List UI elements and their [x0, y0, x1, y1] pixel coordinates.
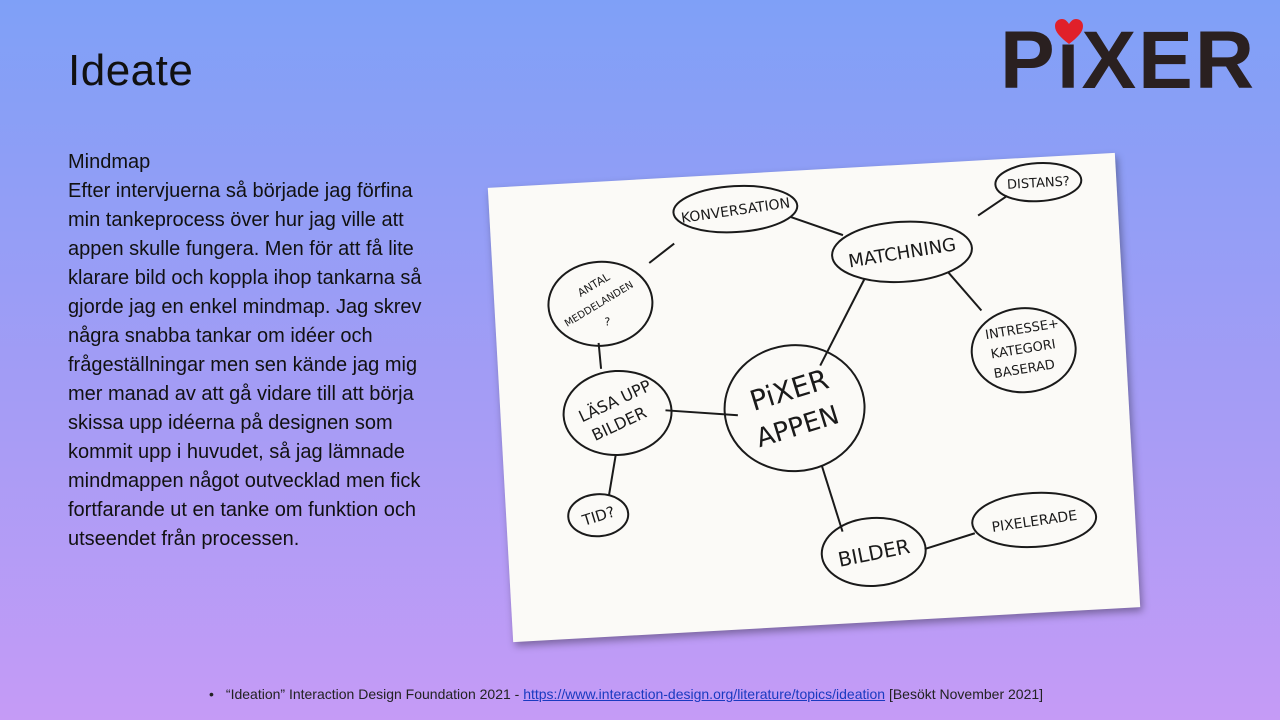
subheading: Mindmap [68, 151, 151, 173]
logo-text: PiXER [1000, 15, 1257, 106]
body-text-block: Mindmap Efter intervjuerna så började ja… [68, 148, 438, 554]
pixer-logo: PiXER [1000, 16, 1256, 106]
node-matchning: MATCHNING [847, 234, 958, 272]
mindmap-drawing: KONVERSATION MATCHNING DISTANS? INTRESSE… [547, 162, 1098, 587]
node-konversation: KONVERSATION [680, 195, 791, 227]
heart-icon [1055, 19, 1083, 44]
slide-title: Ideate [68, 46, 194, 95]
reference-suffix: [Besökt November 2021] [885, 686, 1044, 702]
node-bilder: BILDER [836, 534, 912, 572]
bullet-glyph: • [209, 686, 214, 702]
body-paragraph: Efter intervjuerna så började jag förfin… [68, 180, 422, 550]
node-distans: DISTANS? [1007, 174, 1071, 192]
node-antal-line3: ? [604, 315, 611, 328]
node-tid: TID? [579, 503, 617, 530]
reference-prefix: “Ideation” Interaction Design Foundation… [225, 686, 524, 702]
node-pixelerade: PIXELERADE [991, 508, 1078, 536]
reference-footer: • “Ideation” Interaction Design Foundatio… [209, 686, 1043, 702]
mindmap-sketch: KONVERSATION MATCHNING DISTANS? INTRESSE… [487, 152, 1141, 643]
node-intresse-line3: BASERAD [993, 357, 1056, 382]
reference-link[interactable]: https://www.interaction-design.org/liter… [523, 686, 886, 702]
